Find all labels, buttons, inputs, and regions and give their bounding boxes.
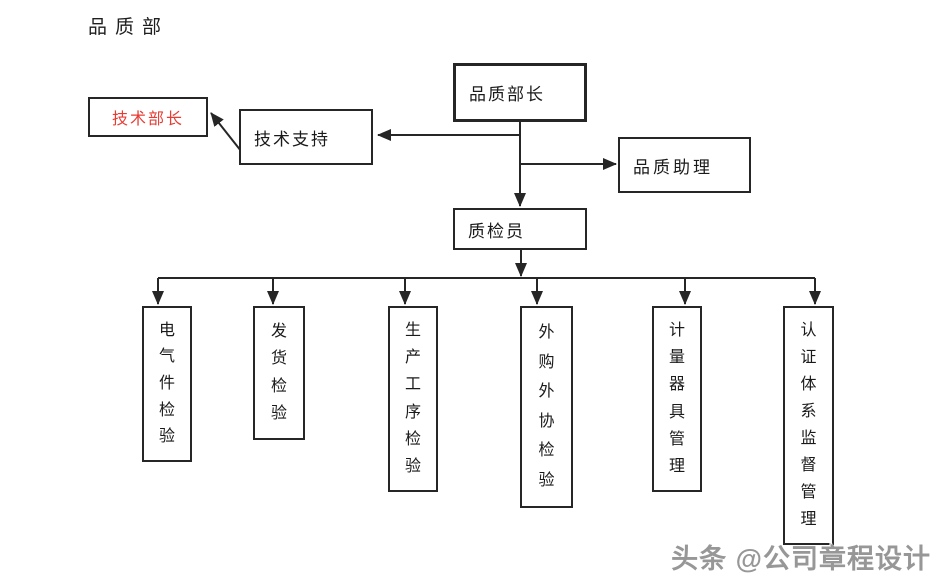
org-box-quality-assistant-label: 品质助理 bbox=[633, 157, 713, 177]
org-box-inspector: 质检员 bbox=[453, 208, 587, 250]
org-box-dept-head: 品质部长 bbox=[453, 63, 587, 122]
org-box-tech-head-label: 技术部长 bbox=[111, 111, 184, 128]
org-box-measuring-instrument-management: 计量器具管理 bbox=[652, 306, 702, 492]
org-box-outsourcing-inspection: 外购外协检验 bbox=[520, 306, 573, 508]
org-box-shipment-inspection: 发货检验 bbox=[253, 306, 305, 440]
org-box-dept-head-label: 品质部长 bbox=[469, 85, 545, 104]
page-title: 品质部 bbox=[88, 17, 170, 38]
org-box-tech-head: 技术部长 bbox=[88, 97, 208, 137]
org-box-quality-assistant: 品质助理 bbox=[618, 137, 751, 193]
org-box-certification-system-supervision: 认证体系监督管理 bbox=[783, 306, 834, 545]
org-box-inspector-label: 质检员 bbox=[468, 221, 525, 241]
watermark-text: 头条 @公司章程设计 bbox=[671, 544, 931, 574]
org-box-tech-support: 技术支持 bbox=[239, 109, 373, 165]
org-box-tech-support-label: 技术支持 bbox=[254, 129, 330, 149]
org-box-electrical-parts-inspection: 电气件检验 bbox=[142, 306, 192, 462]
org-box-production-process-inspection: 生产工序检验 bbox=[388, 306, 438, 492]
